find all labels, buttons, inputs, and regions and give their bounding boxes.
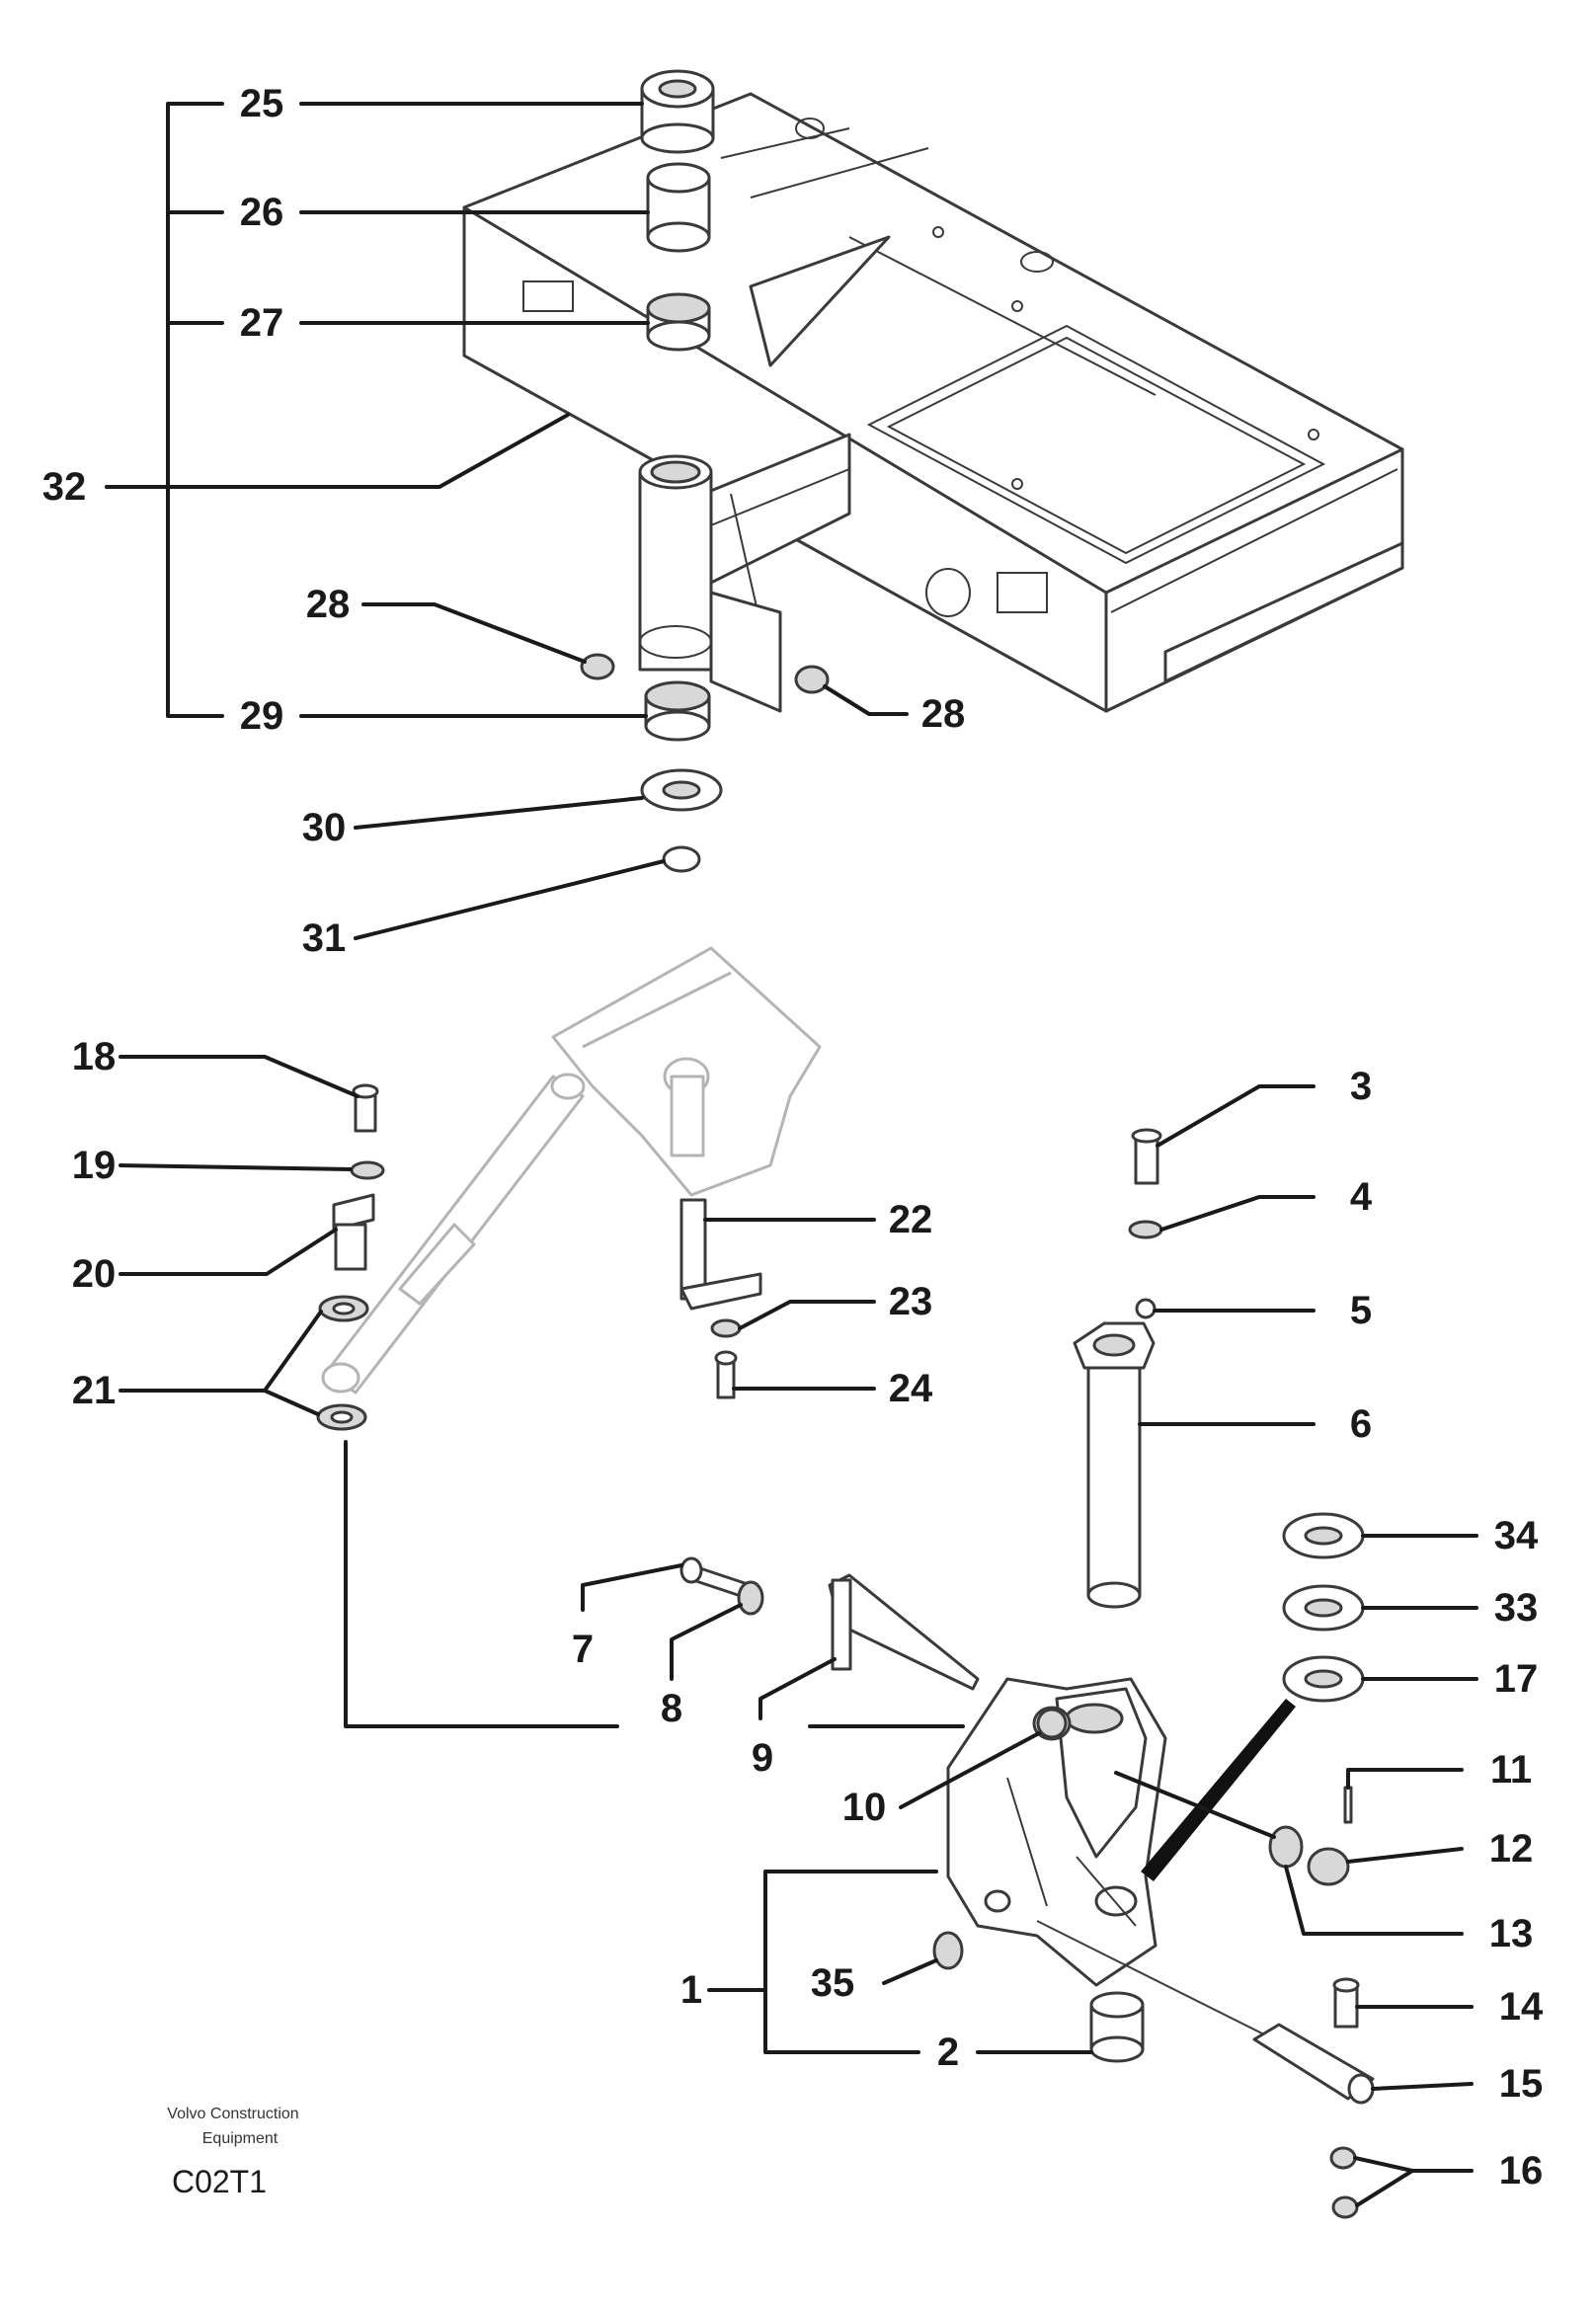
seal-27 [646, 292, 711, 352]
bolt-14 [1332, 1977, 1360, 2029]
label-27: 27 [240, 301, 284, 345]
label-31: 31 [302, 916, 347, 960]
leader-lines [105, 102, 1478, 2207]
label-13: 13 [1489, 1912, 1534, 1955]
label-2: 2 [937, 2031, 959, 2074]
nut-16-bottom [1331, 2195, 1359, 2219]
washer-13 [1268, 1825, 1304, 1869]
credit-line-2: Equipment [202, 2130, 279, 2147]
bolt-24 [714, 1350, 738, 1399]
seal-29 [644, 680, 711, 742]
grease-nipple-28-left [580, 653, 615, 680]
washer-34 [1282, 1512, 1365, 1559]
label-26: 26 [240, 191, 284, 234]
grease-nipple-28-right [794, 665, 830, 694]
label-29: 29 [240, 694, 284, 738]
bracket-9 [828, 1573, 980, 1691]
label-4: 4 [1350, 1175, 1373, 1219]
label-17: 17 [1494, 1657, 1539, 1701]
label-32: 32 [42, 465, 87, 509]
label-16: 16 [1499, 2149, 1544, 2192]
pin-6 [1073, 1321, 1156, 1609]
label-35: 35 [811, 1961, 855, 2005]
label-7: 7 [572, 1628, 594, 1671]
bushing-26 [646, 162, 711, 253]
pin-11 [1343, 1786, 1353, 1824]
washer-30 [640, 768, 723, 812]
label-15: 15 [1499, 2062, 1544, 2106]
label-30: 30 [302, 806, 347, 849]
label-10: 10 [842, 1786, 887, 1829]
figure-code: C02T1 [172, 2164, 267, 2199]
label-1: 1 [680, 1968, 702, 2012]
label-14: 14 [1499, 1985, 1544, 2029]
bushing-2 [1089, 1991, 1145, 2063]
nut-12 [1307, 1847, 1350, 1886]
washer-19 [350, 1160, 385, 1180]
bolt-3 [1131, 1128, 1162, 1185]
nipple-35 [932, 1931, 964, 1970]
label-28-right: 28 [921, 692, 966, 736]
label-22: 22 [889, 1198, 933, 1241]
spring-indicator [1141, 1699, 1296, 1881]
label-12: 12 [1489, 1827, 1534, 1871]
nipple-10 [1036, 1708, 1068, 1739]
part-labels: 25 26 27 32 28 28 29 30 31 18 19 20 21 2… [42, 82, 1544, 2192]
figure-footer: Volvo Construction Equipment C02T1 [167, 2106, 298, 2199]
washer-33 [1282, 1584, 1365, 1632]
cap-25 [640, 69, 715, 154]
label-19: 19 [72, 1144, 117, 1187]
nut-16-top [1329, 2146, 1357, 2170]
label-20: 20 [72, 1252, 117, 1296]
pin-20 [332, 1193, 375, 1271]
label-24: 24 [889, 1367, 933, 1410]
label-3: 3 [1350, 1065, 1372, 1108]
nipple-5 [1135, 1298, 1157, 1319]
label-33: 33 [1494, 1586, 1539, 1630]
housing-1 [946, 1677, 1167, 1987]
boom-bracket-faint [321, 946, 822, 1395]
machine-frame [462, 92, 1404, 713]
label-18: 18 [72, 1035, 117, 1078]
ring-31 [662, 845, 701, 873]
washer-21-top [318, 1295, 369, 1322]
label-25: 25 [240, 82, 284, 125]
label-34: 34 [1494, 1514, 1539, 1557]
washer-17 [1282, 1655, 1365, 1703]
washer-21-bottom [316, 1403, 367, 1431]
washer-8 [737, 1580, 764, 1616]
label-6: 6 [1350, 1402, 1372, 1446]
bracket-22 [679, 1198, 762, 1311]
label-23: 23 [889, 1280, 933, 1323]
label-28-left: 28 [306, 583, 351, 626]
pin-15 [1036, 1920, 1375, 2105]
washer-23 [710, 1318, 742, 1338]
label-11: 11 [1490, 1748, 1532, 1792]
washer-4 [1128, 1220, 1163, 1239]
label-5: 5 [1350, 1289, 1372, 1332]
label-9: 9 [752, 1736, 773, 1780]
credit-line-1: Volvo Construction [167, 2106, 298, 2122]
bolt-18 [352, 1083, 379, 1133]
label-8: 8 [661, 1687, 682, 1730]
kingpin-tube [638, 454, 782, 713]
label-21: 21 [72, 1369, 117, 1412]
